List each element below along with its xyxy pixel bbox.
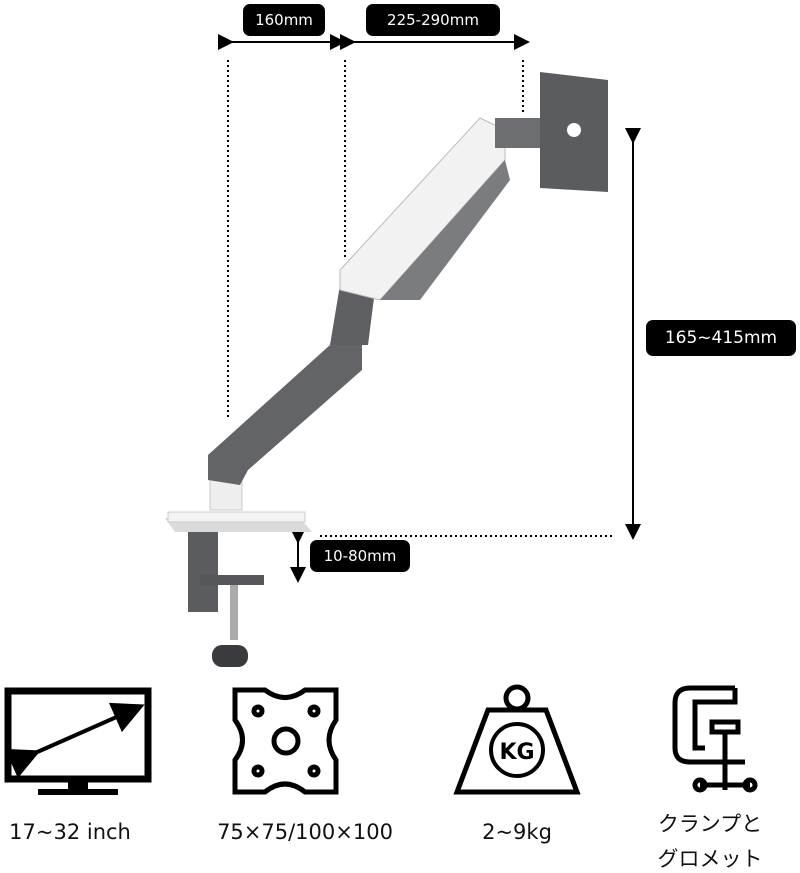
- clamp-label-line2: グロメット: [657, 847, 763, 871]
- clamp-label-line1: クランプと: [657, 812, 763, 836]
- kg-icon-text: KG: [499, 740, 534, 765]
- monitor-size-label: 17~32 inch: [9, 820, 131, 844]
- depth-base-label: 160mm: [243, 4, 325, 36]
- vesa-plate-icon: [232, 687, 339, 795]
- vesa-label: 75×75/100×100: [217, 820, 393, 844]
- dimension-arrows: [218, 34, 641, 583]
- weight-label: 2~9kg: [482, 820, 552, 844]
- depth-extension-label: 225-290mm: [366, 4, 500, 36]
- monitor-size-icon: [4, 687, 152, 795]
- desk-thickness-label: 10-80mm: [310, 540, 410, 572]
- dotted-guides: [227, 60, 612, 537]
- monitor-arm: [165, 72, 608, 667]
- weight-kg-icon: KG: [453, 684, 581, 795]
- clamp-icon: [672, 685, 758, 793]
- height-range-label: 165~415mm: [646, 320, 796, 356]
